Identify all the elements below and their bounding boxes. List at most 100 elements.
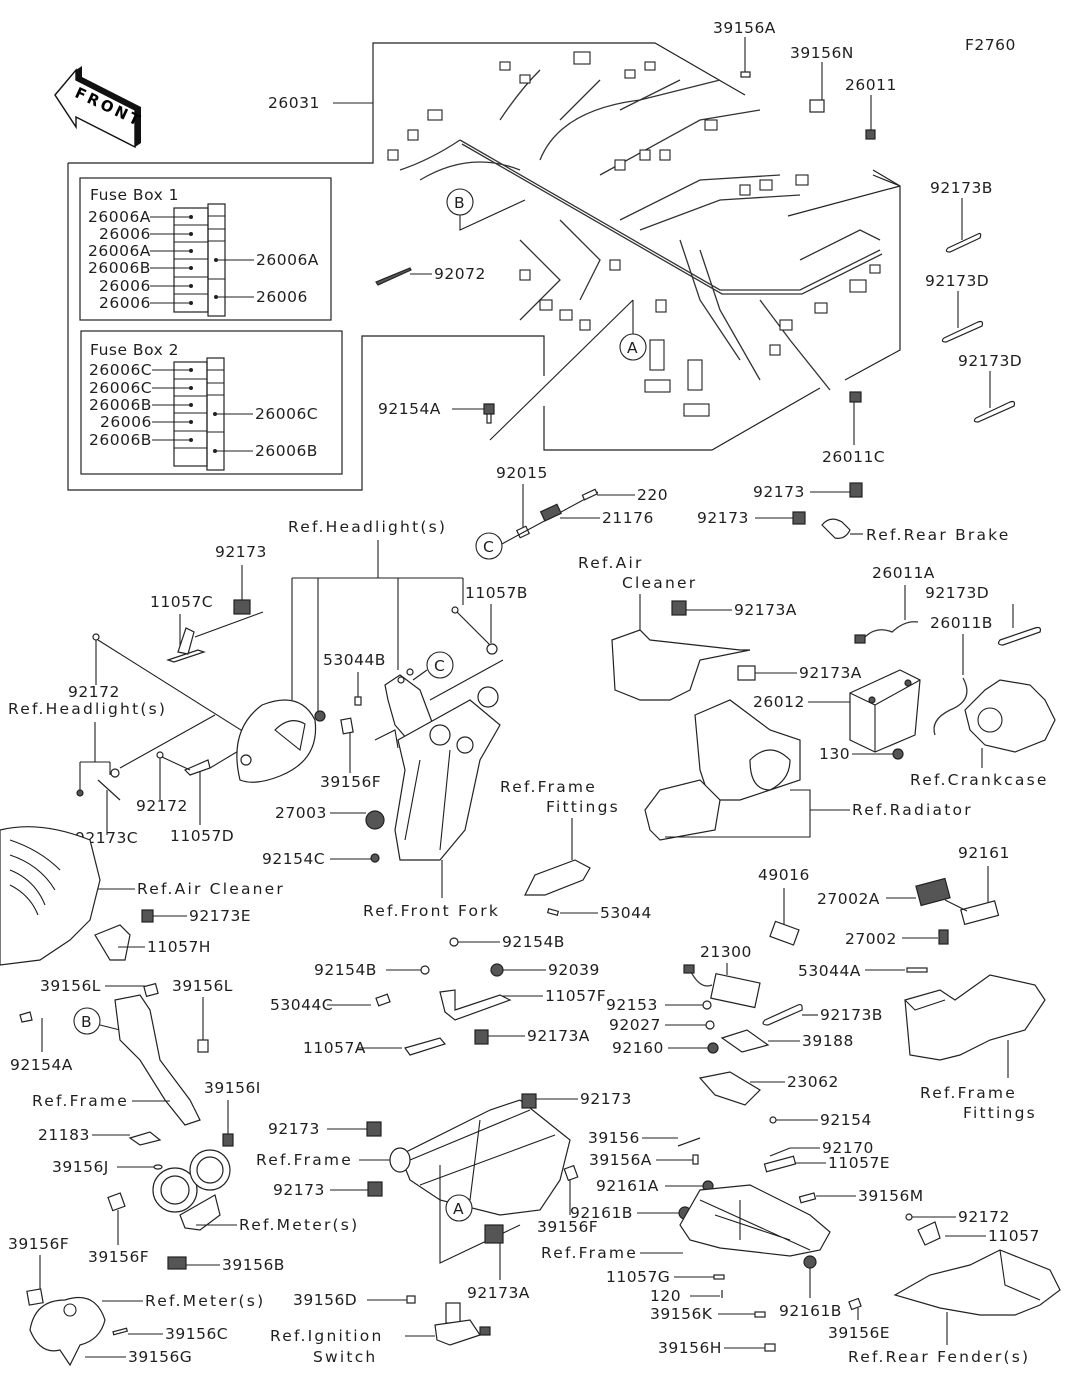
air-cleaner-cover[interactable] — [0, 826, 101, 966]
part-label-92173e[interactable]: 92173E — [189, 907, 251, 925]
meter-cluster[interactable] — [152, 1149, 231, 1231]
ref-crankcase[interactable]: Ref.Crankcase — [910, 771, 1049, 789]
ref-frame-fittings-mid-1[interactable]: Ref.Frame — [500, 778, 597, 796]
ref-air-cleaner-mid-2[interactable]: Cleaner — [622, 574, 697, 592]
part-label-27003[interactable]: 27003 — [275, 804, 327, 822]
part-label-92153[interactable]: 92153 — [606, 996, 658, 1014]
ref-headlights-top[interactable]: Ref.Headlight(s) — [288, 518, 447, 536]
part-label-26011[interactable]: 26011 — [845, 76, 897, 94]
part-label-39156g[interactable]: 39156G — [128, 1348, 192, 1366]
part-label-39156[interactable]: 39156 — [588, 1129, 640, 1147]
part-label-92015[interactable]: 92015 — [496, 464, 548, 482]
ref-meters-2[interactable]: Ref.Meter(s) — [145, 1292, 265, 1310]
battery[interactable] — [849, 669, 921, 753]
part-label-92154b-2[interactable]: 92154B — [314, 961, 377, 979]
part-label-23062[interactable]: 23062 — [787, 1073, 839, 1091]
part-label-92154a-left[interactable]: 92154A — [10, 1056, 73, 1074]
front-fork[interactable] — [394, 686, 501, 861]
part-label-11057c[interactable]: 11057C — [150, 593, 213, 611]
part-label-26011c[interactable]: 26011C — [822, 448, 885, 466]
part-label-26011a[interactable]: 26011A — [872, 564, 935, 582]
part-label-92173d-3[interactable]: 92173D — [925, 584, 989, 602]
part-label-92173a-2[interactable]: 92173A — [799, 664, 862, 682]
part-label-11057h[interactable]: 11057H — [147, 938, 211, 956]
part-label-120[interactable]: 120 — [650, 1287, 681, 1305]
ref-frame-fittings-r-2[interactable]: Fittings — [963, 1104, 1037, 1122]
part-label-11057g[interactable]: 11057G — [606, 1268, 670, 1286]
part-label-92173-rb1[interactable]: 92173 — [753, 483, 805, 501]
part-label-92170[interactable]: 92170 — [822, 1139, 874, 1157]
part-label-27002a[interactable]: 27002A — [817, 890, 880, 908]
part-label-39156f-b[interactable]: 39156F — [8, 1235, 69, 1253]
part-label-11057d[interactable]: 11057D — [170, 827, 234, 845]
part-label-92161b-2[interactable]: 92161B — [779, 1302, 842, 1320]
part-21300-sensor[interactable] — [683, 964, 761, 1009]
part-label-92173-f3[interactable]: 92173 — [273, 1181, 325, 1199]
ref-meters-1[interactable]: Ref.Meter(s) — [239, 1216, 359, 1234]
part-label-39156l-1[interactable]: 39156L — [40, 977, 101, 995]
part-label-92160[interactable]: 92160 — [612, 1039, 664, 1057]
part-label-39156f-m[interactable]: 39156F — [88, 1248, 149, 1266]
part-label-26011b[interactable]: 26011B — [930, 614, 993, 632]
ref-rear-fender[interactable]: Ref.Rear Fender(s) — [848, 1348, 1030, 1366]
frame-side-cover[interactable] — [114, 994, 201, 1126]
part-label-39188[interactable]: 39188 — [802, 1032, 854, 1050]
part-label-39156f-hl[interactable]: 39156F — [320, 773, 381, 791]
part-label-92154b-1[interactable]: 92154B — [502, 933, 565, 951]
ref-radiator[interactable]: Ref.Radiator — [852, 801, 973, 819]
part-label-92072[interactable]: 92072 — [434, 265, 486, 283]
part-label-11057b[interactable]: 11057B — [465, 584, 528, 602]
part-label-53044a[interactable]: 53044A — [798, 962, 861, 980]
strap-92173d-2[interactable] — [973, 371, 1016, 423]
ref-ignition-2[interactable]: Switch — [313, 1348, 377, 1366]
part-label-92173a-1[interactable]: 92173A — [734, 601, 797, 619]
part-label-92172-c[interactable]: 92172 — [958, 1208, 1010, 1226]
strap-92173b-top[interactable] — [945, 198, 982, 253]
rear-fender[interactable] — [893, 1249, 1061, 1316]
crankcase[interactable] — [964, 679, 1056, 753]
part-label-92154a-top[interactable]: 92154A — [378, 400, 441, 418]
part-label-49016[interactable]: 49016 — [758, 866, 810, 884]
part-label-11057a[interactable]: 11057A — [303, 1039, 366, 1057]
part-label-53044b[interactable]: 53044B — [323, 651, 386, 669]
part-label-39156a-2[interactable]: 39156A — [589, 1151, 652, 1169]
part-label-39156l-2[interactable]: 39156L — [172, 977, 233, 995]
part-label-39156h[interactable]: 39156H — [658, 1339, 722, 1357]
part-label-53044c[interactable]: 53044C — [270, 996, 333, 1014]
part-label-92161b-1[interactable]: 92161B — [570, 1204, 633, 1222]
part-label-39156i[interactable]: 39156I — [204, 1079, 261, 1097]
ref-air-cleaner-mid-1[interactable]: Ref.Air — [578, 554, 644, 572]
ref-front-fork[interactable]: Ref.Front Fork — [363, 902, 500, 920]
main-wiring-harness[interactable] — [387, 51, 883, 417]
part-label-130[interactable]: 130 — [819, 745, 850, 763]
part-label-92172-a[interactable]: 92172 — [68, 683, 120, 701]
part-label-53044[interactable]: 53044 — [600, 904, 652, 922]
part-label-92161-top[interactable]: 92161 — [958, 844, 1010, 862]
part-label-92173a-4[interactable]: 92173A — [467, 1284, 530, 1302]
ref-frame-r[interactable]: Ref.Frame — [541, 1244, 638, 1262]
part-label-92173b-2[interactable]: 92173B — [820, 1006, 883, 1024]
ref-rear-brake[interactable]: Ref.Rear Brake — [866, 526, 1011, 544]
part-label-92173-rb2[interactable]: 92173 — [697, 509, 749, 527]
part-label-11057[interactable]: 11057 — [988, 1227, 1040, 1245]
meter-cover[interactable] — [29, 1296, 106, 1367]
bracket-frame-fittings[interactable] — [524, 859, 591, 896]
part-label-26012[interactable]: 26012 — [753, 693, 805, 711]
ref-ignition-1[interactable]: Ref.Ignition — [270, 1327, 384, 1345]
part-label-39156n[interactable]: 39156N — [790, 44, 854, 62]
ref-air-cleaner-left[interactable]: Ref.Air Cleaner — [137, 880, 285, 898]
part-label-27002[interactable]: 27002 — [845, 930, 897, 948]
part-label-92173d-2[interactable]: 92173D — [958, 352, 1022, 370]
part-21176-assembly[interactable] — [499, 488, 599, 546]
part-label-92173-f1[interactable]: 92173 — [580, 1090, 632, 1108]
strap-92173d-3[interactable] — [997, 626, 1042, 646]
ref-frame-fittings-mid-2[interactable]: Fittings — [546, 798, 620, 816]
part-label-11057f[interactable]: 11057F — [545, 987, 606, 1005]
rear-subframe[interactable] — [679, 1184, 831, 1257]
part-label-39156m[interactable]: 39156M — [858, 1187, 924, 1205]
part-label-92173-f2[interactable]: 92173 — [268, 1120, 320, 1138]
part-label-92161a[interactable]: 92161A — [596, 1177, 659, 1195]
part-label-39156e[interactable]: 39156E — [828, 1324, 890, 1342]
part-label-39156b[interactable]: 39156B — [222, 1256, 285, 1274]
part-label-39156d[interactable]: 39156D — [293, 1291, 357, 1309]
